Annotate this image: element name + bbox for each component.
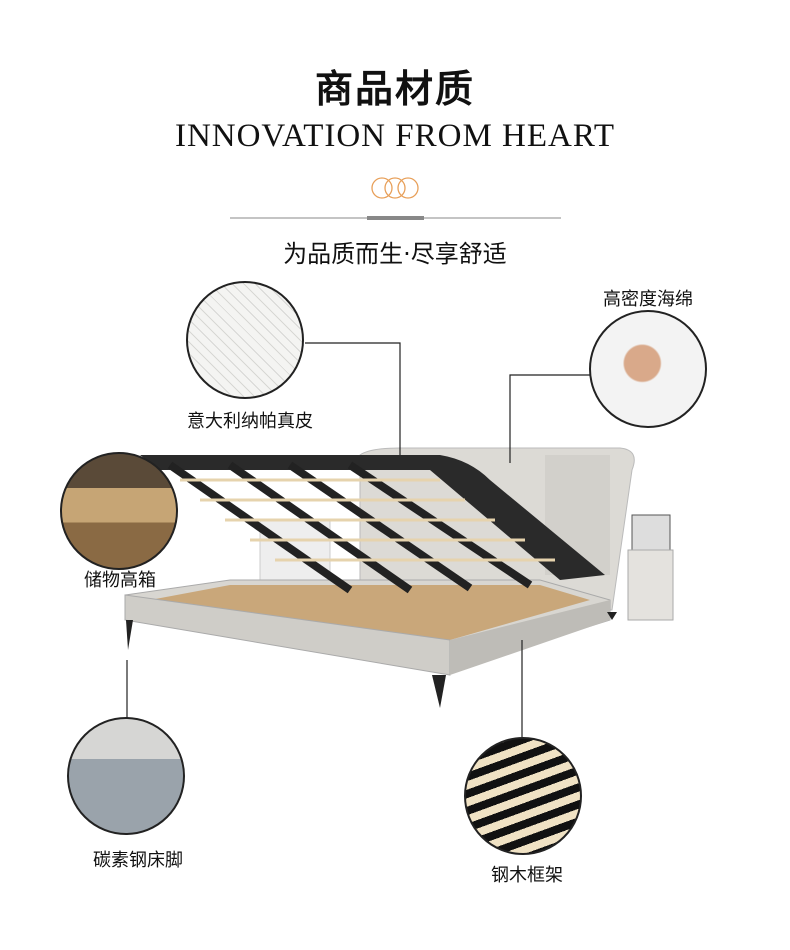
leather-detail-image <box>186 281 304 399</box>
storage-box-image <box>60 452 178 570</box>
leader-lines <box>126 342 590 737</box>
callout-label-sponge: 高密度海绵 <box>603 289 693 310</box>
callout-label-frame: 钢木框架 <box>491 865 563 886</box>
callout-label-storage: 储物高箱 <box>84 570 156 591</box>
slogan: 为品质而生·尽享舒适 <box>283 240 507 268</box>
divider-accent <box>367 216 424 220</box>
callout-label-leg: 碳素钢床脚 <box>93 850 183 871</box>
sponge-hand-image <box>589 310 707 428</box>
bed-image <box>124 447 674 708</box>
english-subtitle: INNOVATION FROM HEART <box>174 118 616 154</box>
rings-icon <box>371 177 419 199</box>
page-title: 商品材质 <box>314 67 475 111</box>
steel-leg-image <box>67 717 185 835</box>
slat-frame-image <box>464 737 582 855</box>
callout-label-leather: 意大利纳帕真皮 <box>187 411 313 432</box>
